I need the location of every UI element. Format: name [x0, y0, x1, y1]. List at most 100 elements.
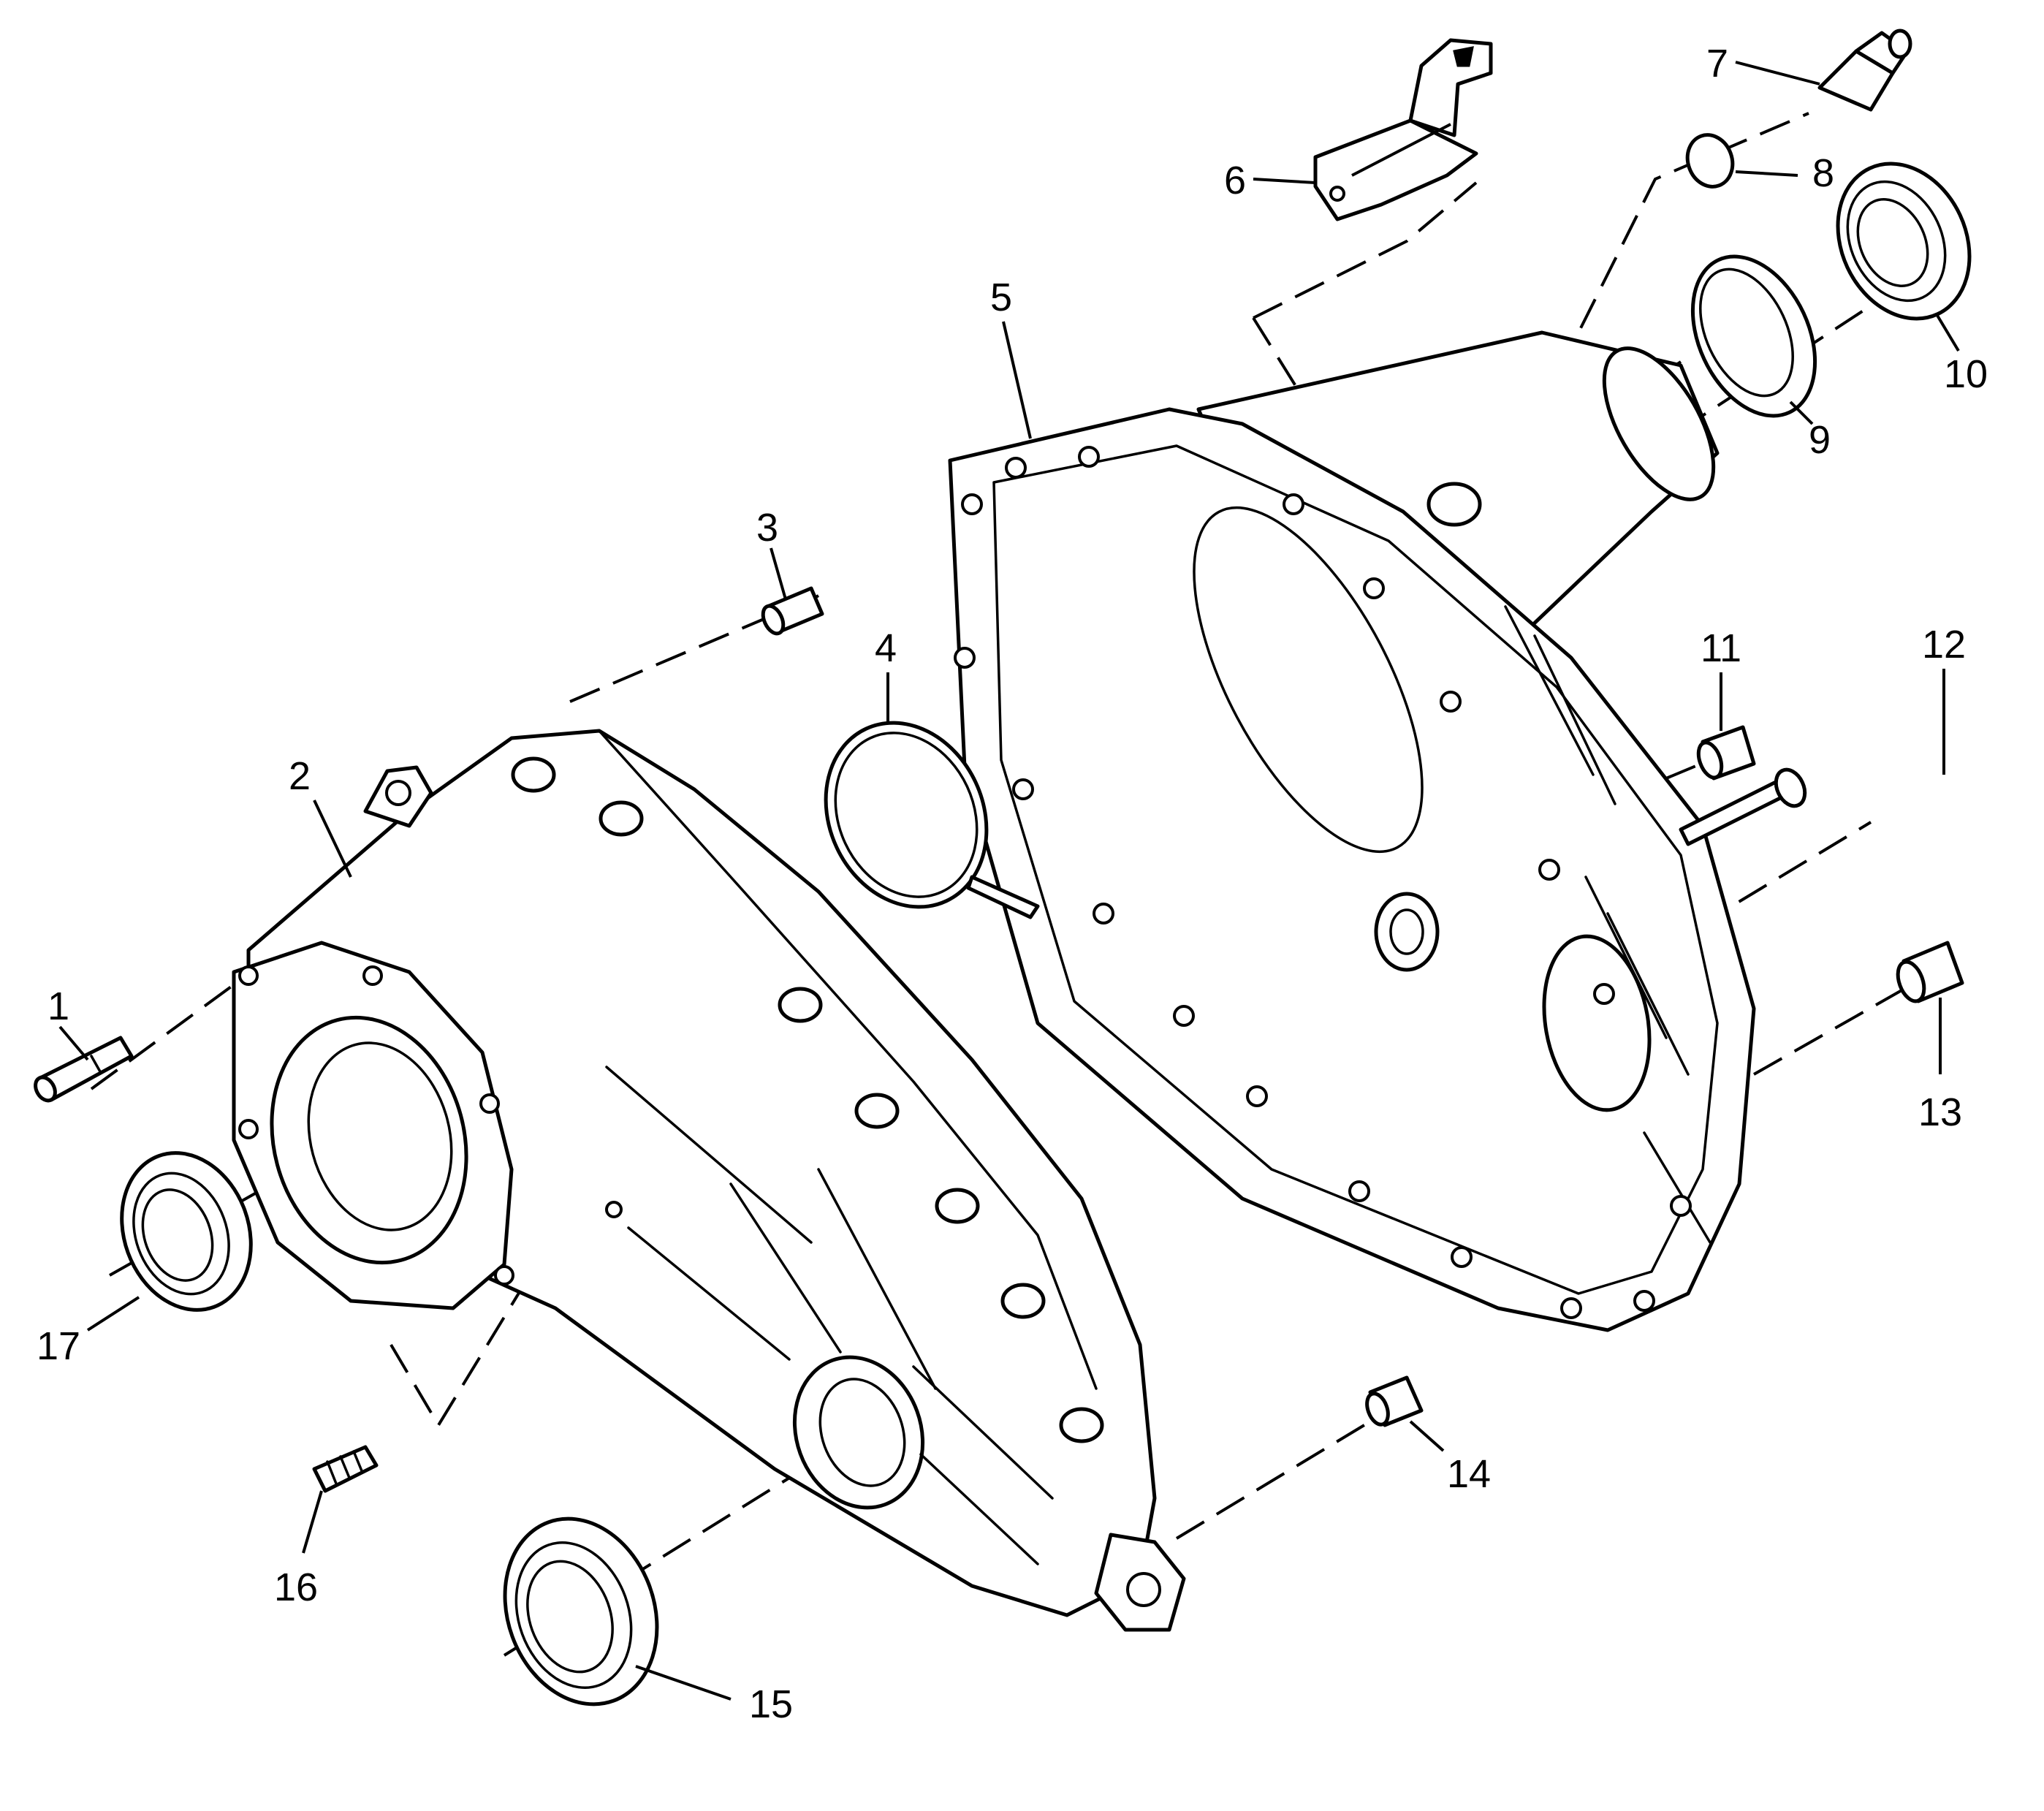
- rear-case-bolt-hole: [1246, 1085, 1268, 1107]
- part-16-fitting: [312, 1445, 379, 1493]
- callout-16: 16: [274, 1565, 318, 1609]
- callout-15: 15: [749, 1682, 793, 1726]
- front-case-input-bore-inner: [307, 1041, 453, 1231]
- rear-case-bolt-hole: [1005, 457, 1027, 479]
- leader-lines: [58, 61, 1960, 1701]
- front-case-boss: [935, 1188, 980, 1224]
- callout-4: 4: [875, 626, 897, 670]
- rear-case-flange-inner: [992, 444, 1719, 1295]
- callout-3: 3: [756, 506, 778, 550]
- centerline-7-8: [1475, 112, 1809, 538]
- rear-case-bolt-hole: [1633, 1290, 1655, 1312]
- front-case-bolt-hole: [605, 1201, 623, 1218]
- callout-8: 8: [1812, 151, 1834, 195]
- front-case-boss: [778, 987, 823, 1023]
- centerline-14: [1175, 1409, 1390, 1540]
- part-14-sleeve: [1365, 1375, 1424, 1427]
- input-seal-inner: [141, 1188, 214, 1282]
- leader-8: [1735, 170, 1798, 177]
- callout-1: 1: [48, 984, 69, 1028]
- front-case-half: [232, 729, 1186, 1632]
- part-11-sleeve: [1696, 725, 1756, 781]
- bearing-cup-outer: [1690, 254, 1817, 418]
- rear-case-bolt-hole: [1093, 903, 1114, 925]
- bracket-hole: [1329, 186, 1345, 202]
- rear-case-bore: [1193, 506, 1424, 854]
- sensor-tip: [1888, 29, 1912, 59]
- rear-case-bolt-hole: [954, 647, 976, 669]
- front-case-ribs: [605, 1066, 1054, 1565]
- front-case-bolt-hole: [494, 1265, 514, 1286]
- part-15-output-seal: [503, 1516, 659, 1706]
- rear-case-bolt-hole: [1670, 1195, 1692, 1217]
- input-seal-outer: [120, 1151, 253, 1312]
- sleeve-end: [761, 604, 786, 636]
- front-case-boss: [511, 756, 556, 793]
- callout-9: 9: [1809, 418, 1831, 462]
- callout-5: 5: [990, 276, 1012, 319]
- part-12-bolt: [1679, 767, 1807, 846]
- leader-15: [635, 1665, 732, 1701]
- front-case-input-bore: [270, 1015, 468, 1265]
- bracket-arm: [1408, 38, 1493, 137]
- rear-case-bolt-hole: [961, 493, 983, 515]
- centerline-13: [1753, 982, 1915, 1076]
- rear-case-flange: [948, 407, 1756, 1332]
- callout-7: 7: [1706, 42, 1728, 86]
- front-case-lower-hole: [1126, 1572, 1161, 1607]
- rear-case-bolt-hole: [1440, 691, 1462, 713]
- seal-ring-inner: [834, 732, 979, 898]
- callout-17: 17: [37, 1324, 80, 1368]
- part-17-input-seal: [120, 1151, 253, 1312]
- leader-1: [58, 1025, 89, 1061]
- leader-2: [313, 800, 352, 878]
- rear-case-bolt-hole: [1593, 983, 1615, 1005]
- callout-2: 2: [289, 754, 311, 798]
- dowel-pin-groove: [90, 1055, 102, 1074]
- part-10-rear-seal: [1836, 162, 1972, 321]
- rear-case-bolt-hole: [1173, 1005, 1195, 1027]
- front-case-parting-line: [598, 729, 1098, 1390]
- front-case-boss: [1000, 1283, 1046, 1319]
- rear-case-bolt-hole: [1560, 1297, 1582, 1319]
- part-1-dowel-pin: [34, 1036, 134, 1103]
- front-case-mount-hole: [385, 780, 411, 806]
- part-8-o-ring: [1685, 133, 1735, 189]
- part-7-sensor: [1817, 29, 1912, 112]
- rear-case-ribs: [1504, 605, 1711, 1244]
- rear-case-half: [948, 330, 1756, 1332]
- centerline-12: [1657, 821, 1872, 952]
- rear-case-bolt-hole: [1538, 859, 1560, 881]
- part-4-seal-ring: [824, 721, 1040, 919]
- front-case-bolt-hole: [479, 1093, 500, 1114]
- leader-3: [770, 547, 787, 600]
- centerline-16: [390, 1256, 542, 1428]
- leader-14: [1409, 1420, 1445, 1452]
- callout-labels: 1 2 3 4 5 6 7 8 9 10 11 12 13 14 15 16 1…: [37, 42, 1988, 1726]
- seal-ring-tab: [966, 875, 1040, 919]
- rear-case-bolt-hole: [1283, 493, 1304, 515]
- rear-seal-outer: [1836, 162, 1972, 321]
- centerline-3: [569, 616, 768, 703]
- input-seal-mid: [132, 1172, 230, 1296]
- leader-6: [1253, 178, 1316, 184]
- bracket-clip: [1453, 46, 1474, 67]
- rear-case-bolt-hole: [1363, 577, 1385, 599]
- front-case-bolt-hole: [238, 965, 259, 986]
- leader-16: [302, 1490, 323, 1554]
- rear-case-boss-inner: [1389, 908, 1424, 955]
- output-seal-mid: [514, 1541, 633, 1689]
- sleeve-11-end: [1696, 740, 1724, 780]
- callout-14: 14: [1447, 1452, 1491, 1496]
- leader-7: [1735, 61, 1820, 86]
- centerline-1: [90, 978, 243, 1090]
- rear-seal-inner: [1856, 198, 1929, 287]
- rear-case-boss: [1374, 892, 1440, 972]
- output-seal-inner: [526, 1560, 614, 1674]
- leader-10: [1935, 313, 1960, 352]
- callout-13: 13: [1918, 1090, 1962, 1134]
- front-case-boss: [1059, 1407, 1104, 1443]
- part-3-sleeve: [761, 586, 824, 636]
- rear-case-bolt-hole: [1348, 1180, 1370, 1202]
